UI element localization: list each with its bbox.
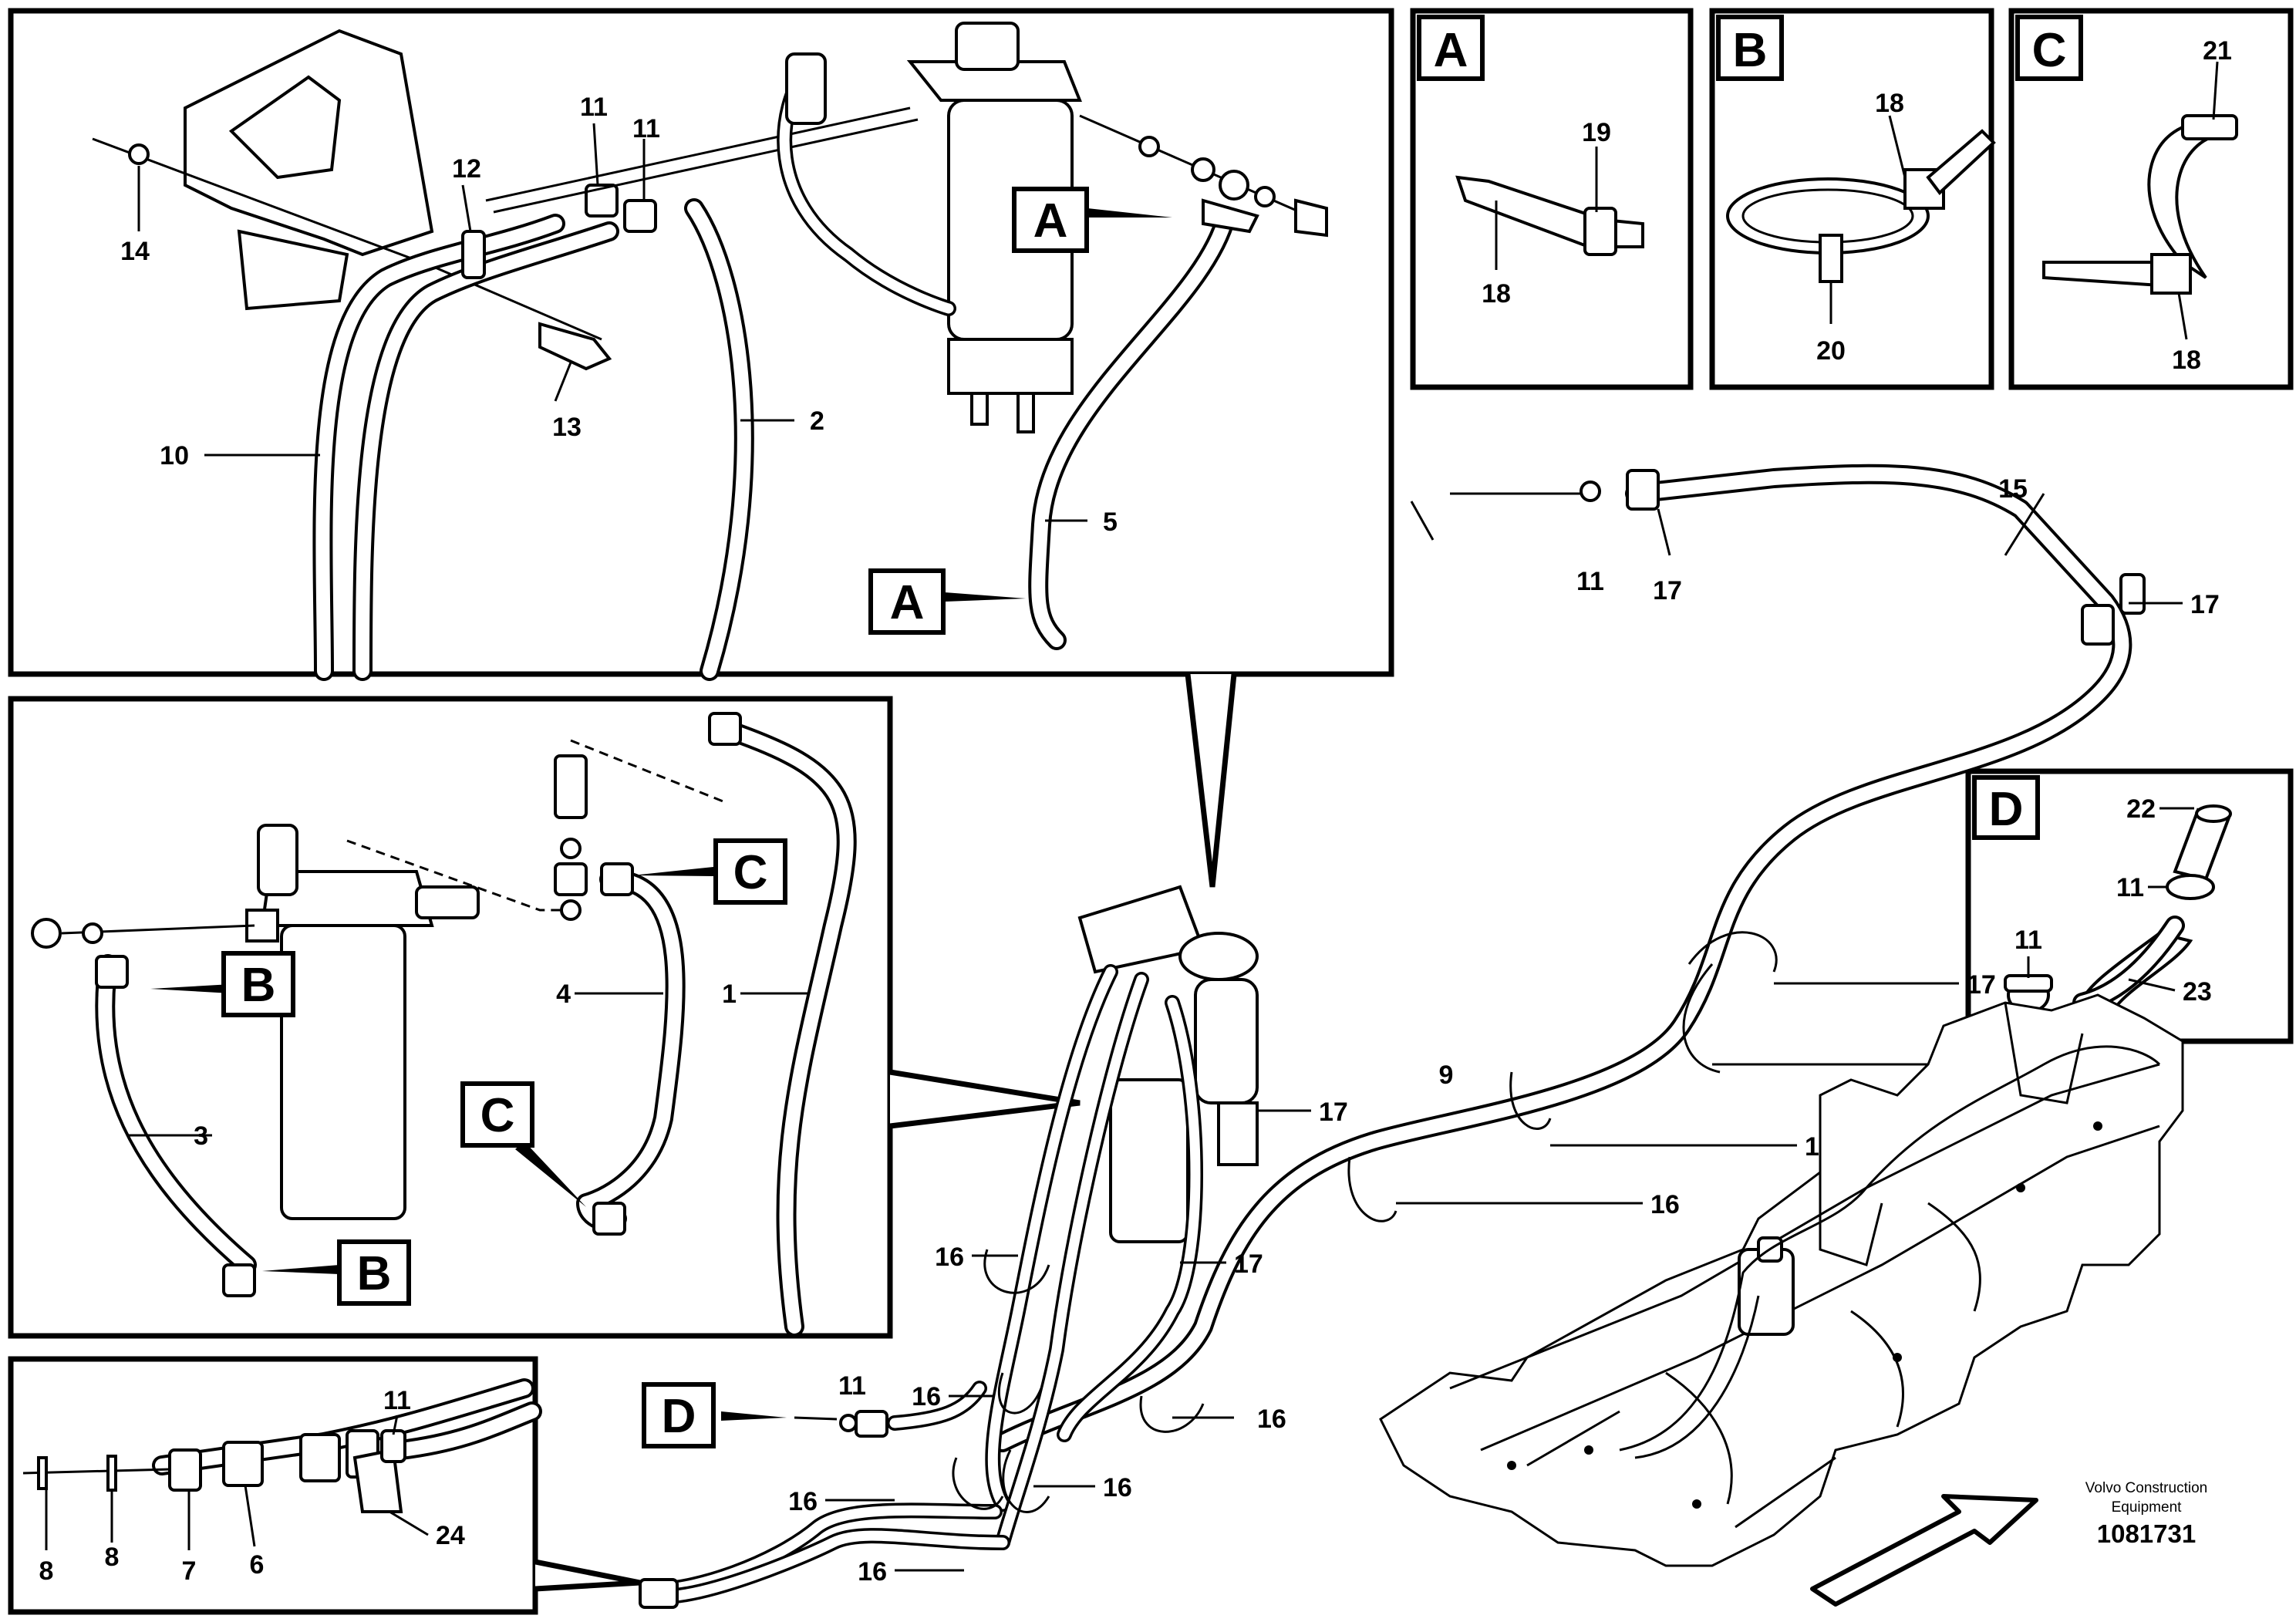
detail-b-label-20: 20 <box>1816 336 1846 366</box>
label-1: 1 <box>722 980 737 1009</box>
detail-c-label-21: 21 <box>2203 36 2232 66</box>
detail-b-label-18: 18 <box>1875 89 1904 118</box>
main-label-17-b: 17 <box>2190 590 2220 619</box>
label-11-bottom: 11 <box>383 1386 411 1415</box>
detail-c: C 21 18 <box>2008 8 2294 390</box>
detail-c-tag: C <box>2032 24 2067 77</box>
publisher-footer: Volvo Construction Equipment 1081731 <box>2085 1480 2207 1548</box>
main-label-16-h: 16 <box>788 1487 818 1516</box>
footer-line-1: Volvo Construction <box>2085 1480 2207 1496</box>
footer-line-2: Equipment <box>2112 1499 2183 1516</box>
main-label-16-d: 16 <box>935 1243 964 1272</box>
main-label-16-g: 16 <box>1103 1473 1132 1502</box>
label-3: 3 <box>194 1121 208 1151</box>
bottom-detail-panel: 8 8 7 6 24 11 <box>8 1356 542 1615</box>
label-5: 5 <box>1103 508 1118 537</box>
label-12: 12 <box>452 154 481 184</box>
main-label-11-b: 11 <box>838 1371 866 1401</box>
main-label-17-c: 17 <box>1967 970 1996 1000</box>
main-label-16-c: 16 <box>1650 1190 1680 1219</box>
label-8-b: 8 <box>105 1543 120 1572</box>
label-11-a: 11 <box>580 93 608 122</box>
fuel-filter-top <box>906 22 1082 433</box>
detail-d-label-11-right: 11 <box>2116 873 2144 902</box>
document-number: 1081731 <box>2097 1519 2196 1548</box>
main-label-17-e: 17 <box>1234 1249 1263 1279</box>
main-label-17-a: 17 <box>1653 576 1682 605</box>
detail-b-tag: B <box>1733 24 1768 77</box>
tag-d-main: D <box>662 1390 696 1443</box>
label-24: 24 <box>436 1521 465 1550</box>
label-7: 7 <box>182 1556 197 1586</box>
detail-d-tag: D <box>1989 783 2024 836</box>
top-detail-panel: A A 14 12 11 11 13 10 2 5 <box>8 8 1394 681</box>
label-4: 4 <box>556 980 571 1009</box>
detail-a-label-19: 19 <box>1582 118 1611 147</box>
tag-c-mid-2: C <box>480 1089 515 1142</box>
main-label-16-i: 16 <box>858 1557 887 1587</box>
tag-a-top-2: A <box>890 576 925 629</box>
detail-a-tag: A <box>1434 24 1468 77</box>
detail-c-label-18: 18 <box>2172 346 2201 375</box>
tag-b-mid-1: B <box>241 959 276 1012</box>
direction-arrow <box>1810 1494 2038 1607</box>
tag-b-mid-2: B <box>357 1247 392 1300</box>
main-label-11: 11 <box>1576 567 1604 596</box>
fuel-filter-assembly <box>639 885 1259 1609</box>
tag-a-top-1: A <box>1033 194 1068 248</box>
label-6: 6 <box>250 1550 265 1580</box>
label-10: 10 <box>160 441 189 470</box>
tag-c-mid-1: C <box>733 846 768 899</box>
label-2: 2 <box>810 406 824 436</box>
detail-b: B 18 20 <box>1709 8 1996 390</box>
detail-a: A 19 18 <box>1410 8 1694 390</box>
machine-frame-overview <box>1379 993 2184 1567</box>
main-assembly: D 11 17 15 17 17 16 16 16 9 17 16 17 16 … <box>639 464 2220 1609</box>
detail-d-label-11: 11 <box>2014 926 2042 955</box>
washer-14 <box>128 143 150 165</box>
main-label-17-d: 17 <box>1319 1098 1348 1127</box>
label-13: 13 <box>552 413 582 442</box>
main-label-16-f: 16 <box>912 1382 941 1411</box>
label-8-a: 8 <box>39 1556 54 1586</box>
detail-a-label-18: 18 <box>1482 279 1511 309</box>
label-14: 14 <box>120 237 150 266</box>
detail-d: D 22 11 11 23 <box>1965 768 2294 1044</box>
main-label-15: 15 <box>1998 474 2028 504</box>
middle-detail-panel: C B C B 3 4 1 <box>8 696 893 1339</box>
main-label-16-e: 16 <box>1257 1404 1286 1434</box>
detail-d-label-22: 22 <box>2126 794 2156 824</box>
bolt-13 <box>538 322 612 371</box>
label-11-b: 11 <box>632 114 660 143</box>
main-label-9: 9 <box>1439 1061 1454 1090</box>
detail-d-label-23: 23 <box>2183 977 2212 1007</box>
